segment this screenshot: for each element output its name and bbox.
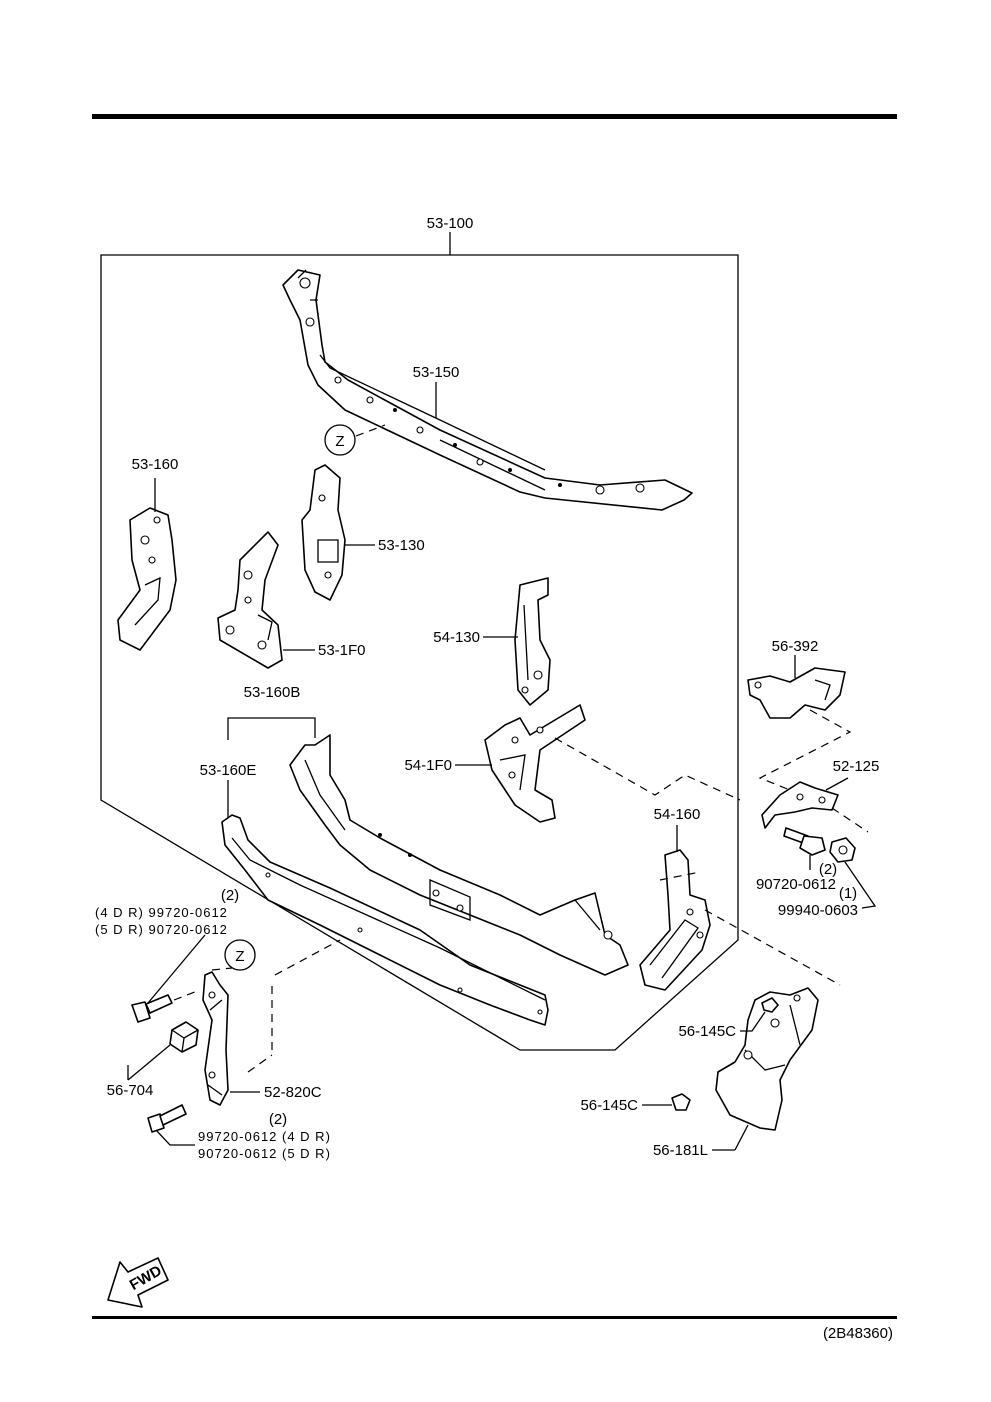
part-53-160e [221, 814, 549, 1026]
part-54-130 [514, 577, 551, 706]
clip-56-145c-lower [671, 1093, 691, 1111]
label-53-160b: 53-160B [244, 684, 301, 701]
label-54-130: 54-130 [433, 629, 480, 646]
z-callout-left [224, 939, 256, 971]
part-53-1f0 [217, 531, 283, 669]
label-56-392: 56-392 [772, 638, 819, 655]
part-52-125 [761, 781, 839, 829]
label-bolt-4dr-top: (4 D R) 99720-0612 [95, 905, 228, 920]
label-bolt-4dr-bottom: 99720-0612 (4 D R) [198, 1129, 331, 1144]
label-53-130: 53-130 [378, 537, 425, 554]
label-qty-2-left-top: (2) [221, 887, 239, 904]
clip-56-145c-upper [761, 997, 779, 1013]
bolt-right [783, 827, 826, 856]
leader-52-125 [825, 777, 849, 791]
label-54-160: 54-160 [654, 806, 701, 823]
label-53-150: 53-150 [413, 364, 460, 381]
part-53-130 [301, 464, 346, 601]
label-56-181l: 56-181L [653, 1142, 708, 1159]
fwd-arrow-icon: FWD [107, 1257, 169, 1308]
label-53-160e: 53-160E [200, 762, 257, 779]
label-qty-2-left-bottom: (2) [269, 1111, 287, 1128]
part-56-704 [169, 1021, 199, 1053]
header-rule [92, 114, 897, 119]
footer-rule [92, 1316, 897, 1319]
label-56-145c-upper: 56-145C [678, 1023, 736, 1040]
label-z-top: Z [335, 433, 344, 450]
label-qty-1-right: (1) [839, 885, 857, 902]
part-52-820c [202, 971, 229, 1106]
part-56-392 [747, 667, 846, 719]
label-53-1f0: 53-1F0 [318, 642, 366, 659]
bolt-left-upper [131, 994, 173, 1023]
label-53-100: 53-100 [427, 215, 474, 232]
part-56-181l [715, 987, 819, 1131]
part-54-1f0 [484, 704, 586, 823]
bolt-left-lower [147, 1104, 187, 1133]
label-99940-0603: 99940-0603 [778, 902, 858, 919]
label-53-160: 53-160 [132, 456, 179, 473]
assembly-outline [100, 254, 739, 1051]
label-52-820c: 52-820C [264, 1084, 322, 1101]
label-54-1f0: 54-1F0 [404, 757, 452, 774]
part-53-160b [289, 734, 629, 976]
part-53-150 [282, 269, 693, 511]
label-bolt-5dr-bottom: 90720-0612 (5 D R) [198, 1146, 331, 1161]
part-54-160 [639, 849, 711, 991]
label-90720-0612-right: 90720-0612 [756, 876, 836, 893]
diagram-code: (2B48360) [823, 1325, 893, 1342]
part-53-160 [117, 507, 177, 651]
label-56-145c-lower: 56-145C [580, 1097, 638, 1114]
label-52-125: 52-125 [833, 758, 880, 775]
z-callout-top [324, 424, 356, 456]
label-z-left: Z [235, 948, 244, 965]
label-56-704: 56-704 [107, 1082, 154, 1099]
label-bolt-5dr-top: (5 D R) 90720-0612 [95, 922, 228, 937]
nut-right [829, 837, 856, 863]
label-qty-2-right: (2) [819, 861, 837, 878]
leader-53-160b [227, 717, 316, 740]
